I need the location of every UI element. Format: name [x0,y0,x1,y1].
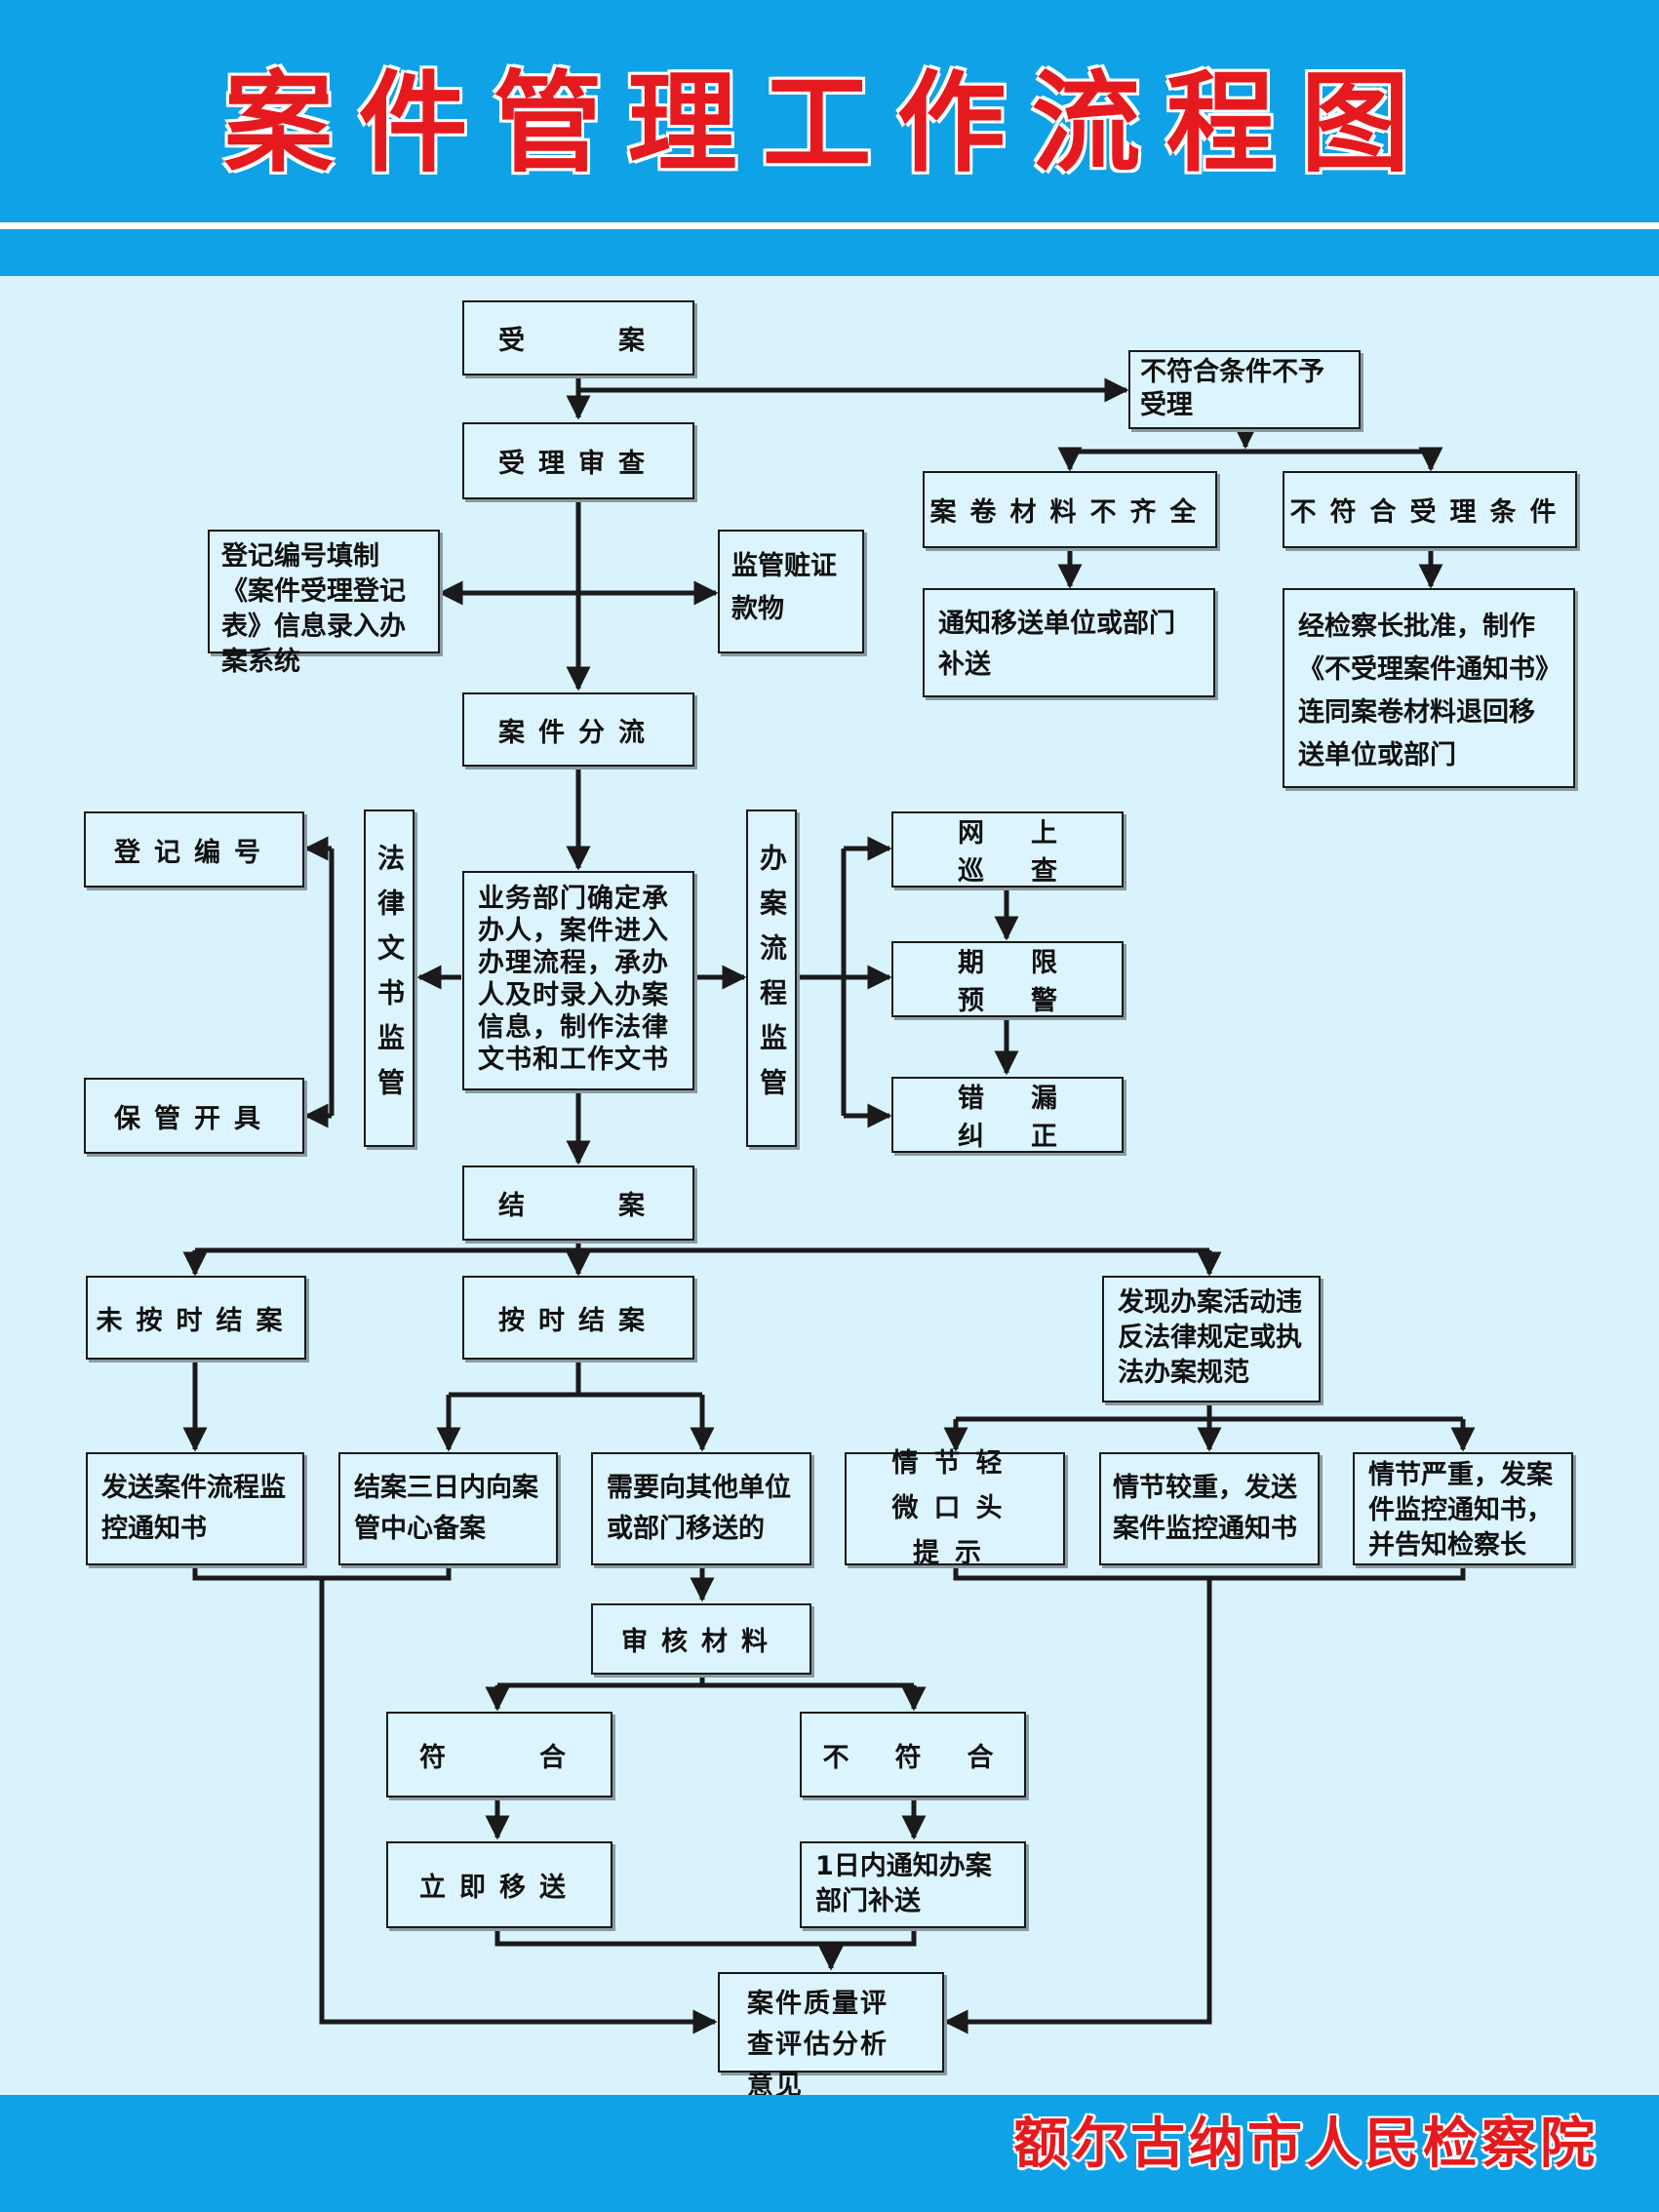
footer-bar [0,2095,1659,2212]
node-process-supervision: 办案流程监管 [746,810,797,1147]
node-very-serious: 情节严重，发案件监控通知书，并告知检察长 [1353,1452,1573,1565]
node-file-in-3days: 结案三日内向案管中心备案 [338,1452,558,1565]
node-online-patrol: 网上巡查 [891,811,1124,888]
node-not-conform: 不 符 合 [800,1712,1026,1797]
node-incomplete: 案卷材料不齐全 [923,471,1217,548]
node-accept: 受 案 [462,300,694,375]
connector [494,1928,917,1947]
node-chief-approval: 经检察长批准，制作《不受理案件通知书》连同案卷材料退回移送单位或部门 [1283,588,1575,788]
header-divider [0,222,1659,229]
node-notify-supplement: 通知移送单位或部门补送 [923,588,1215,697]
node-not-on-time: 未按时结案 [86,1276,306,1360]
node-legal-doc-supervision: 法律文书监管 [364,810,415,1147]
node-minor: 情节轻微口头提示 [845,1448,1065,1568]
node-transfer-now: 立即移送 [386,1841,612,1928]
node-quality-eval: 案件质量评查评估分析意见 [718,1972,944,2101]
node-send-notice: 发送案件流程监控通知书 [86,1452,304,1565]
node-on-time: 按时结案 [462,1276,694,1360]
node-register-fill: 登记编号填制《案件受理登记表》信息录入办案系统 [208,530,440,677]
node-keep-issue: 保管开具 [84,1078,304,1154]
node-custody: 监管赃证款物 [718,530,864,653]
node-register-no: 登记编号 [84,811,304,888]
node-deadline-warning: 期限预警 [891,941,1124,1017]
node-business-dept: 业务部门确定承办人，案件进入办理流程，承办人及时录入办案信息，制作法律文书和工作… [462,871,694,1090]
connector [319,1578,718,2034]
node-not-qualified: 不符合条件不予受理 [1128,350,1361,429]
node-violation-found: 发现办案活动违反法律规定或执法办案规范 [1102,1276,1321,1402]
connector [943,1578,1212,2034]
node-close-case: 结 案 [462,1165,694,1241]
header-bar [0,0,1659,222]
connector [192,1565,452,1581]
node-transfer-other: 需要向其他单位或部门移送的 [591,1452,811,1565]
node-conform: 符 合 [386,1712,612,1797]
footer-organization: 额尔古纳市人民检察院 [1013,2112,1599,2176]
node-notify-1day: 1日内通知办案部门补送 [800,1841,1026,1928]
node-review: 受理审查 [462,422,694,499]
node-error-correct: 错漏纠正 [891,1077,1124,1153]
node-not-meet: 不符合受理条件 [1283,471,1577,548]
page-title: 案件管理工作流程图 [223,60,1436,187]
header-band [0,229,1659,276]
node-serious: 情节较重，发送案件监控通知书 [1099,1452,1320,1565]
node-distribute: 案件分流 [462,692,694,767]
node-review-materials: 审核材料 [591,1603,811,1675]
